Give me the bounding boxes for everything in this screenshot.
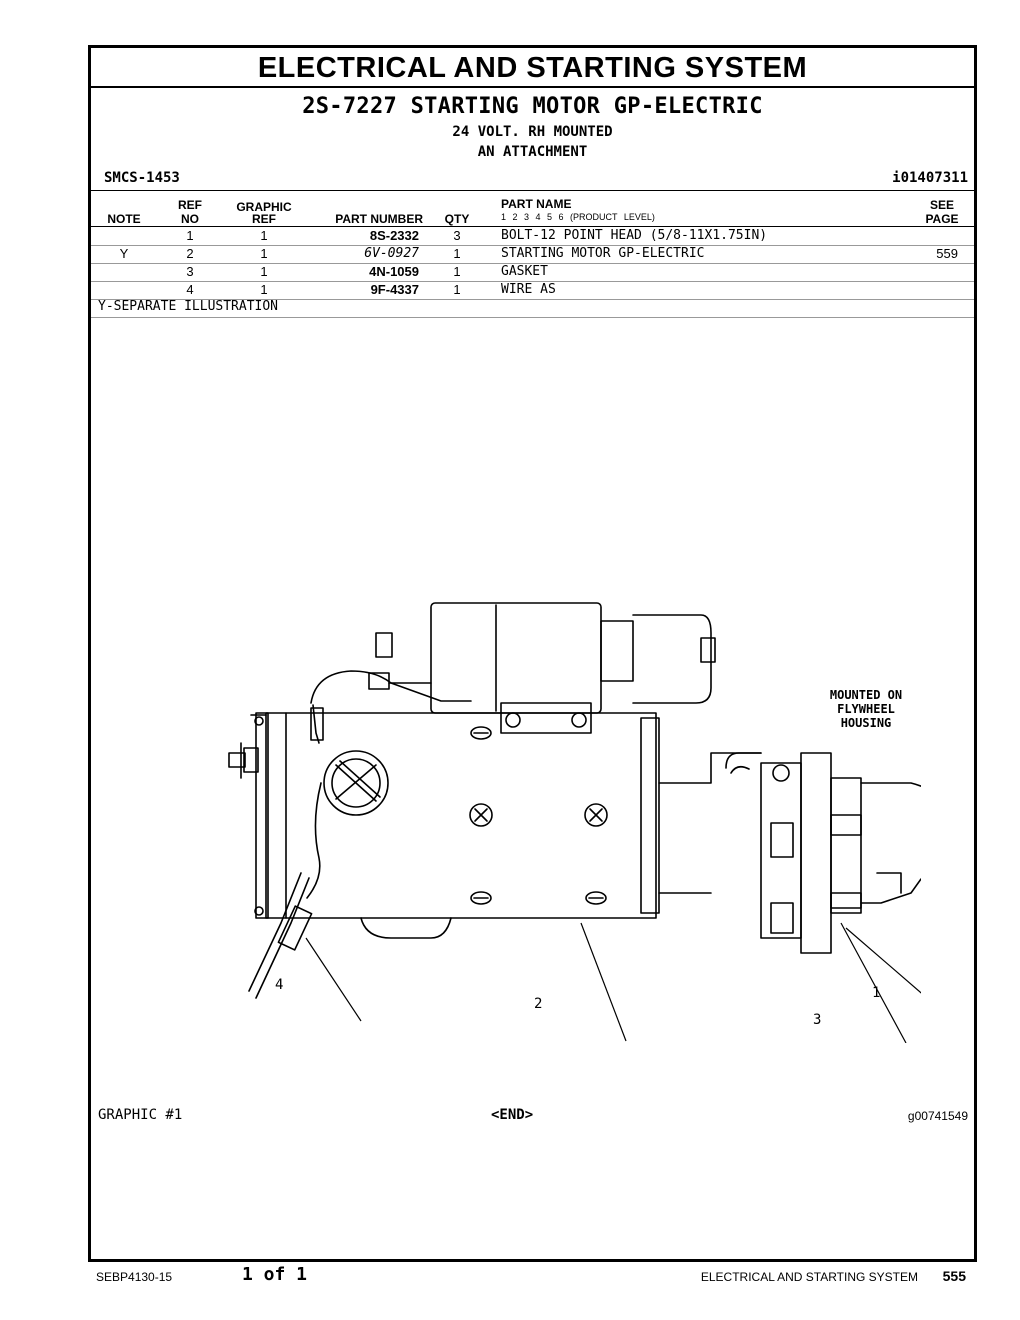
col-part-number: PART NUMBER <box>335 212 423 226</box>
row-part-number[interactable]: 6V-0927 <box>364 246 419 261</box>
mounting-annotation: MOUNTED ON FLYWHEEL HOUSING <box>811 688 921 730</box>
col-see-bottom: PAGE <box>925 212 959 226</box>
col-graphic-bottom: REF <box>252 212 276 226</box>
col-part-name: PART NAME <box>501 197 572 211</box>
col-ref-bottom: NO <box>181 212 199 226</box>
row-graphic: 1 <box>260 264 268 279</box>
end-marker: <END> <box>491 1107 534 1123</box>
callout-2: 2 <box>534 996 543 1012</box>
row-part-number[interactable]: 4N-1059 <box>369 264 419 279</box>
col-graphic-top: GRAPHIC <box>236 200 292 214</box>
footer-page-count: 1 of 1 <box>242 1264 308 1285</box>
starting-motor-illustration <box>228 602 921 1043</box>
group-spec-line: 24 VOLT. RH MOUNTED <box>452 124 613 140</box>
callout-1: 1 <box>872 985 881 1001</box>
row-divider <box>91 299 974 300</box>
graphic-label: GRAPHIC #1 <box>98 1107 183 1123</box>
table-header-divider <box>91 226 974 227</box>
row-graphic: 1 <box>260 246 268 261</box>
row-ref: 4 <box>186 282 194 297</box>
row-part-name: STARTING MOTOR GP-ELECTRIC <box>501 246 705 261</box>
legend-divider <box>91 317 974 318</box>
table-row: 3 1 4N-1059 1 GASKET <box>91 263 974 281</box>
col-qty: QTY <box>444 212 470 226</box>
col-note: NOTE <box>107 212 141 226</box>
footer-page-number: 555 <box>942 1268 966 1284</box>
row-divider <box>91 245 974 246</box>
page-frame: ELECTRICAL AND STARTING SYSTEM 2S-7227 S… <box>88 45 977 1262</box>
row-graphic: 1 <box>260 282 268 297</box>
annotation-line: FLYWHEEL <box>837 702 895 716</box>
smcs-code: SMCS-1453 <box>104 170 180 186</box>
page-title: ELECTRICAL AND STARTING SYSTEM <box>91 48 974 88</box>
graphic-id: g00741549 <box>907 1109 968 1123</box>
row-graphic: 1 <box>260 228 268 243</box>
callout-3: 3 <box>813 1012 822 1028</box>
col-see-top: SEE <box>929 198 954 212</box>
product-level-legend: 1 2 3 4 5 6 (PRODUCT LEVEL) <box>501 212 655 222</box>
row-qty: 1 <box>453 282 461 297</box>
header-divider <box>91 190 974 191</box>
row-ref: 2 <box>186 246 194 261</box>
note-legend: Y-SEPARATE ILLUSTRATION <box>98 299 279 314</box>
mounting-flange <box>800 752 832 954</box>
row-see-page[interactable]: 559 <box>936 246 958 261</box>
row-divider <box>91 263 974 264</box>
table-row: 1 1 8S-2332 3 BOLT-12 POINT HEAD (5/8-11… <box>91 227 974 245</box>
row-qty: 1 <box>453 264 461 279</box>
callout-4: 4 <box>275 977 284 993</box>
row-ref: 3 <box>186 264 194 279</box>
row-part-name: GASKET <box>501 264 548 279</box>
row-qty: 1 <box>453 246 461 261</box>
table-row: 4 1 9F-4337 1 WIRE AS <box>91 281 974 299</box>
col-ref-top: REF <box>178 198 202 212</box>
table-row: Y 2 1 6V-0927 1 STARTING MOTOR GP-ELECTR… <box>91 245 974 263</box>
row-part-number[interactable]: 9F-4337 <box>370 282 419 297</box>
footer-document-number: SEBP4130-15 <box>96 1270 173 1284</box>
row-ref: 1 <box>186 228 194 243</box>
row-qty: 3 <box>453 228 461 243</box>
row-divider <box>91 281 974 282</box>
row-part-name: BOLT-12 POINT HEAD (5/8-11X1.75IN) <box>501 228 768 243</box>
row-note: Y <box>119 246 129 261</box>
footer-section: ELECTRICAL AND STARTING SYSTEM <box>700 1270 918 1284</box>
document-id: i01407311 <box>892 170 968 186</box>
annotation-line: HOUSING <box>840 716 892 730</box>
row-part-number[interactable]: 8S-2332 <box>369 228 419 243</box>
group-title: 2S-7227 STARTING MOTOR GP-ELECTRIC <box>302 94 763 119</box>
annotation-line: MOUNTED ON <box>829 688 903 702</box>
row-part-name: WIRE AS <box>501 282 556 297</box>
solenoid <box>430 602 602 714</box>
plug-cap <box>323 750 389 816</box>
group-attachment-line: AN ATTACHMENT <box>477 144 588 160</box>
